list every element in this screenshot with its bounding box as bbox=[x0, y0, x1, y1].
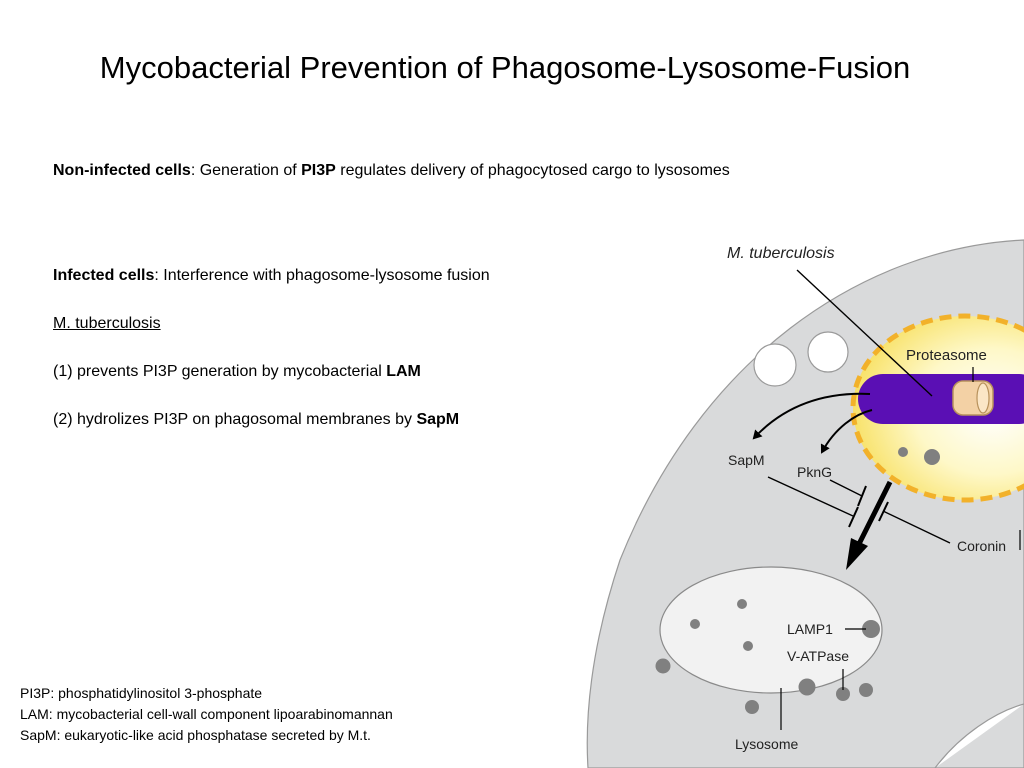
coronin-inhibition-line bbox=[882, 510, 951, 544]
pkng-label: PknG bbox=[797, 464, 832, 480]
phagosome-dot bbox=[924, 449, 940, 465]
non-infected-text-b: regulates delivery of phagocytosed cargo… bbox=[335, 162, 730, 179]
lam-term: LAM bbox=[386, 363, 421, 380]
non-infected-statement: Non-infected cells: Generation of PI3P r… bbox=[53, 161, 730, 181]
lysosome bbox=[659, 566, 883, 694]
lysosome-dot bbox=[690, 619, 700, 629]
vatpase-label: V-ATPase bbox=[787, 648, 849, 664]
pkng-arrow bbox=[820, 409, 873, 454]
lysosome-dot bbox=[743, 641, 753, 651]
non-infected-label: Non-infected cells bbox=[53, 162, 191, 179]
phagosome-border bbox=[850, 313, 1024, 503]
outer-dot bbox=[836, 687, 850, 701]
proteasome-label: Proteasome bbox=[906, 347, 987, 364]
mtb-bacterium bbox=[858, 374, 1024, 424]
sapm-label: SapM bbox=[728, 452, 765, 468]
membrane-vesicle bbox=[807, 331, 849, 373]
coronin-inhibition-bar bbox=[878, 501, 889, 522]
sapm-inhibition-line bbox=[767, 476, 854, 517]
pkng-inhibition-line bbox=[829, 479, 863, 497]
point-2-text: (2) hydrolizes PI3P on phagosomal membra… bbox=[53, 411, 417, 428]
footnote-pi3p: PI3P: phosphatidylinositol 3-phosphate bbox=[20, 685, 263, 701]
outer-dot bbox=[655, 658, 671, 674]
infected-statement: Infected cells: Interference with phagos… bbox=[53, 266, 490, 286]
pkng-inhibition-bar bbox=[857, 485, 867, 507]
point-1: (1) prevents PI3P generation by mycobact… bbox=[53, 362, 421, 382]
footnote-sapm: SapM: eukaryotic-like acid phosphatase s… bbox=[20, 727, 371, 743]
outer-dot bbox=[859, 683, 873, 697]
lysosome-dot bbox=[737, 599, 747, 609]
sapm-arrow bbox=[752, 392, 871, 440]
fusion-arrow-head bbox=[846, 538, 868, 570]
pi3p-term: PI3P bbox=[301, 162, 336, 179]
page-title: Mycobacterial Prevention of Phagosome-Ly… bbox=[99, 50, 911, 85]
coronin-label: Coronin bbox=[957, 538, 1006, 554]
fusion-arrow-shaft bbox=[855, 480, 893, 548]
sapm-inhibition-bar bbox=[848, 506, 859, 528]
sapm-term: SapM bbox=[416, 411, 460, 428]
nucleus-outline bbox=[934, 703, 1024, 768]
mtb-pointer bbox=[796, 269, 933, 397]
infected-text: : Interference with phagosome-lysosome f… bbox=[154, 267, 490, 284]
outer-dot bbox=[798, 678, 816, 696]
non-infected-text-a: : Generation of bbox=[190, 162, 302, 179]
mtb-label: M. tuberculosis bbox=[727, 245, 835, 262]
point-1-text: (1) prevents PI3P generation by mycobact… bbox=[53, 363, 387, 380]
phagosome-dot bbox=[898, 447, 908, 457]
lysosome-label: Lysosome bbox=[735, 736, 799, 752]
footnote-lam: LAM: mycobacterial cell-wall component l… bbox=[20, 706, 393, 722]
lamp1-dot bbox=[862, 620, 880, 638]
point-2: (2) hydrolizes PI3P on phagosomal membra… bbox=[53, 410, 459, 430]
infected-label: Infected cells bbox=[53, 267, 155, 284]
proteasome-end bbox=[976, 382, 990, 414]
lamp1-label: LAMP1 bbox=[787, 621, 833, 637]
mtb-heading: M. tuberculosis bbox=[53, 315, 161, 332]
membrane-vesicle bbox=[753, 343, 797, 387]
outer-dot bbox=[745, 700, 759, 714]
